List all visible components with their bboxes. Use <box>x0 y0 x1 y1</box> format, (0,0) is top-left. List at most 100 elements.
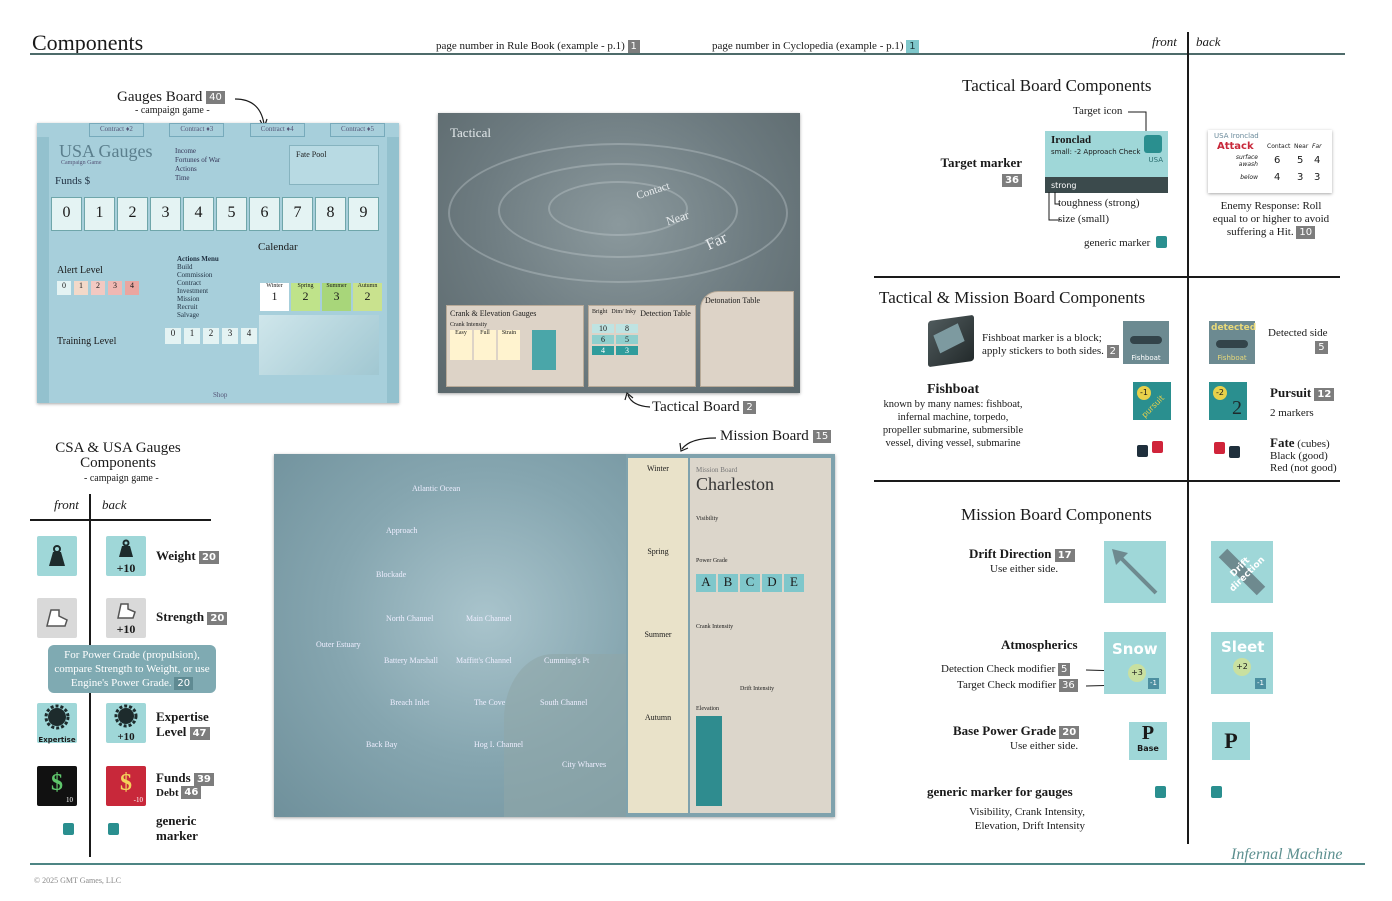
target-marker-front: Ironclad small: -2 Approach Check USA st… <box>1045 131 1168 193</box>
crank-cell: Strain <box>498 330 520 360</box>
alert-level-label: Alert Level <box>57 265 103 276</box>
fate-label: Fate (cubes) Black (good) Red (not good) <box>1270 436 1337 474</box>
detected-side-label: Detected side 5 <box>1268 326 1328 354</box>
weight-icon <box>119 539 133 557</box>
dollar-icon: $ <box>120 770 132 796</box>
attack-cell: 3 <box>1297 172 1304 183</box>
generic-marker-cube <box>1156 236 1167 248</box>
fate-cube-black <box>1229 446 1240 458</box>
detonation-title: Detonation Table <box>705 296 761 305</box>
grade-cell: D <box>762 574 782 592</box>
copyright: © 2025 GMT Games, LLC <box>34 876 122 885</box>
mission-arrow <box>679 437 717 452</box>
strength-front-counter <box>37 598 77 638</box>
strength-badge: 20 <box>207 611 228 625</box>
season-title: Spring <box>647 547 669 556</box>
strength-icon <box>117 603 136 619</box>
footer-rule <box>30 863 1365 865</box>
generic-marker-label-tactical: generic marker <box>1084 237 1151 249</box>
detection-modifier-text: Detection Check modifier <box>941 663 1056 676</box>
debt-label-text: Debt <box>156 786 179 799</box>
header-rule <box>30 53 1345 55</box>
base-p: P <box>1141 722 1155 744</box>
crank-cell: Easy <box>450 330 472 360</box>
pursuit-label-text: Pursuit <box>1270 385 1312 400</box>
funds-label: Funds 39 Debt 46 <box>156 771 214 800</box>
base-power-text: Base Power Grade <box>953 723 1057 738</box>
gauges-board-label-text: Gauges Board <box>117 89 203 105</box>
detection-modifier-badge: 5 <box>1058 663 1071 676</box>
fishboat-note-text: Fishboat marker is a block; apply sticke… <box>982 332 1104 358</box>
actions-menu-item: Salvage <box>177 311 200 319</box>
funds-cell: 4 <box>183 197 214 231</box>
funds-cell: 0 <box>51 197 82 231</box>
range-ring-outer <box>448 143 788 283</box>
fishboat-description: known by many names: fishboat, infernal … <box>882 399 1024 449</box>
det-cell: 8 <box>616 324 638 333</box>
economy-line: Actions <box>175 165 197 173</box>
ironclad-title: Ironclad <box>1051 134 1092 146</box>
mission-board-label: Mission Board 15 <box>720 428 832 445</box>
attack-row-label: below <box>1240 174 1258 181</box>
pursuit-badge: 12 <box>1314 387 1335 401</box>
season-name: Autumn <box>357 283 378 289</box>
fishboat-block-face <box>933 323 965 354</box>
crank-cell: Full <box>474 330 496 360</box>
base-front-counter: P Base <box>1129 722 1167 760</box>
mission-info-panel: Mission Board Charleston Visibility Powe… <box>690 458 831 813</box>
base-word: Base <box>1137 744 1159 753</box>
alert-cell: 0 <box>57 281 71 295</box>
crank-intensity-label: Crank Intensity <box>696 624 734 630</box>
attack-cell: 3 <box>1314 172 1321 183</box>
generic-marker-cube <box>108 823 119 835</box>
detected-side-text: Detected side <box>1268 327 1328 339</box>
season-num: 1 <box>271 289 278 303</box>
csa-header-rule <box>30 519 211 521</box>
training-track: 0 1 2 3 4 <box>165 328 257 344</box>
actions-menu-item: Commission <box>177 271 213 279</box>
bright-label: Bright <box>592 309 608 315</box>
place-label: Atlantic Ocean <box>412 484 461 493</box>
fishboat-title: Fishboat <box>927 382 980 397</box>
brand-name: Infernal Machine <box>1231 846 1343 863</box>
funds-cell: 2 <box>117 197 148 231</box>
place-label: Main Channel <box>466 614 512 623</box>
range-ring-middle <box>498 163 738 258</box>
mission-board-badge: 15 <box>812 430 832 444</box>
tactical-arrow <box>624 391 651 408</box>
alert-cell: 1 <box>74 281 88 295</box>
place-label: Approach <box>386 526 418 535</box>
fishboat-front-counter: Fishboat <box>1123 321 1169 364</box>
gauges-board-badge: 40 <box>206 91 225 105</box>
expertise-back-counter: +10 <box>106 703 146 743</box>
actions-menu-item: Mission <box>177 295 200 303</box>
pursuit-label: Pursuit 12 <box>1270 385 1335 401</box>
cyclo-ref-text: page number in Cyclopedia (example - p.1… <box>712 40 904 53</box>
grade-cell: B <box>718 574 738 592</box>
drift-direction-label: Drift Direction 17 <box>969 546 1075 562</box>
generic-marker-cube <box>1211 786 1222 798</box>
season-name: Spring <box>297 283 314 289</box>
mission-board-title: Charleston <box>696 474 774 494</box>
mission-components-title: Mission Board Components <box>961 505 1152 524</box>
actions-menu-item: Recruit <box>177 303 198 311</box>
front-back-divider <box>1187 32 1189 844</box>
gauges-board-sub: - campaign game - <box>135 105 210 116</box>
alert-track: 0 1 2 3 4 <box>57 281 139 295</box>
season-name: Summer <box>326 283 347 289</box>
fishboat-note-badge: 2 <box>1106 345 1120 358</box>
cyclo-ref-badge: 1 <box>906 40 919 53</box>
sleet-plus: +2 <box>1233 658 1251 676</box>
snow-counter: Snow +3 -1 <box>1104 632 1166 694</box>
training-cell: 4 <box>241 328 257 344</box>
alert-cell: 2 <box>91 281 105 295</box>
power-grade-note-badge: 20 <box>174 676 194 690</box>
weight-label-text: Weight <box>156 548 196 563</box>
submarine-icon <box>1130 336 1162 344</box>
detection-panel: Bright Dim/ Inky Detection Table 10 8 6 … <box>588 305 696 387</box>
power-grade-note: For Power Grade (propulsion), compare St… <box>48 645 216 693</box>
attack-cell: 4 <box>1314 155 1321 166</box>
visibility-label: Visibility <box>696 516 719 522</box>
